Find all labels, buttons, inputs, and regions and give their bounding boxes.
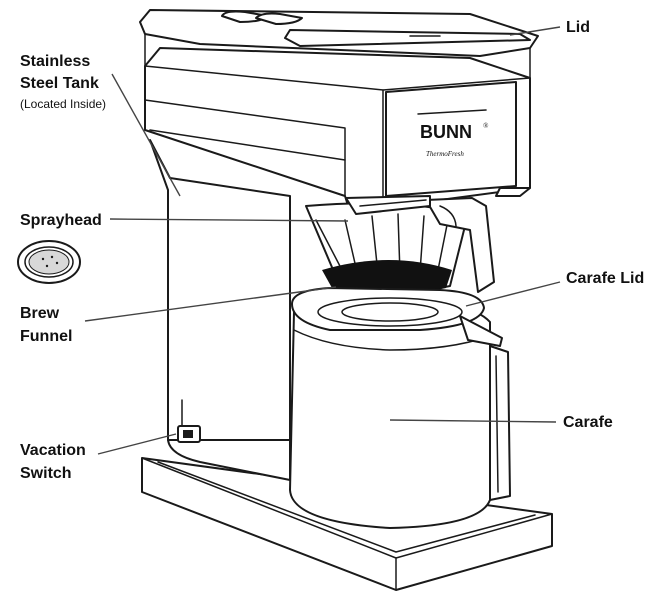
- label-vacation-line2: Switch: [20, 465, 72, 482]
- leader-carafe-lid: [465, 281, 561, 307]
- brand-panel: BUNN ® ThermoFresh: [385, 81, 517, 197]
- carafe[interactable]: [289, 299, 511, 529]
- brand-name: BUNN: [420, 122, 472, 142]
- label-tank-line1: Stainless: [20, 53, 90, 70]
- leader-lines: [84, 26, 561, 455]
- labels: Lid Stainless Steel Tank (Located Inside…: [20, 19, 644, 482]
- label-tank-note: (Located Inside): [20, 97, 106, 111]
- label-brew-line1: Brew: [20, 305, 60, 322]
- leader-carafe: [389, 419, 557, 423]
- label-brew-line2: Funnel: [20, 328, 72, 345]
- carafe-lid[interactable]: [291, 287, 503, 347]
- label-carafe-lid: Carafe Lid: [566, 270, 644, 287]
- brew-funnel[interactable]: [305, 197, 495, 295]
- label-carafe: Carafe: [563, 414, 613, 431]
- leader-vacation-switch: [97, 433, 177, 455]
- label-vacation-line1: Vacation: [20, 442, 86, 459]
- label-lid: Lid: [566, 19, 590, 36]
- leader-tank: [111, 73, 181, 197]
- label-sprayhead: Sprayhead: [20, 212, 102, 229]
- label-tank-line2: Steel Tank: [20, 75, 99, 92]
- leader-lid: [509, 26, 561, 36]
- leader-sprayhead: [109, 218, 349, 222]
- coffee-grounds: [322, 260, 452, 295]
- machine-body: [149, 139, 291, 481]
- leader-brew-funnel: [84, 286, 337, 322]
- brand-model: ThermoFresh: [426, 150, 464, 158]
- brand-mark: ®: [483, 122, 489, 130]
- vacation-switch[interactable]: [177, 425, 201, 443]
- right-support: [495, 187, 531, 197]
- lid[interactable]: [139, 9, 539, 79]
- sprayhead-disc-icon: [17, 240, 81, 284]
- sprayhead: [345, 195, 431, 215]
